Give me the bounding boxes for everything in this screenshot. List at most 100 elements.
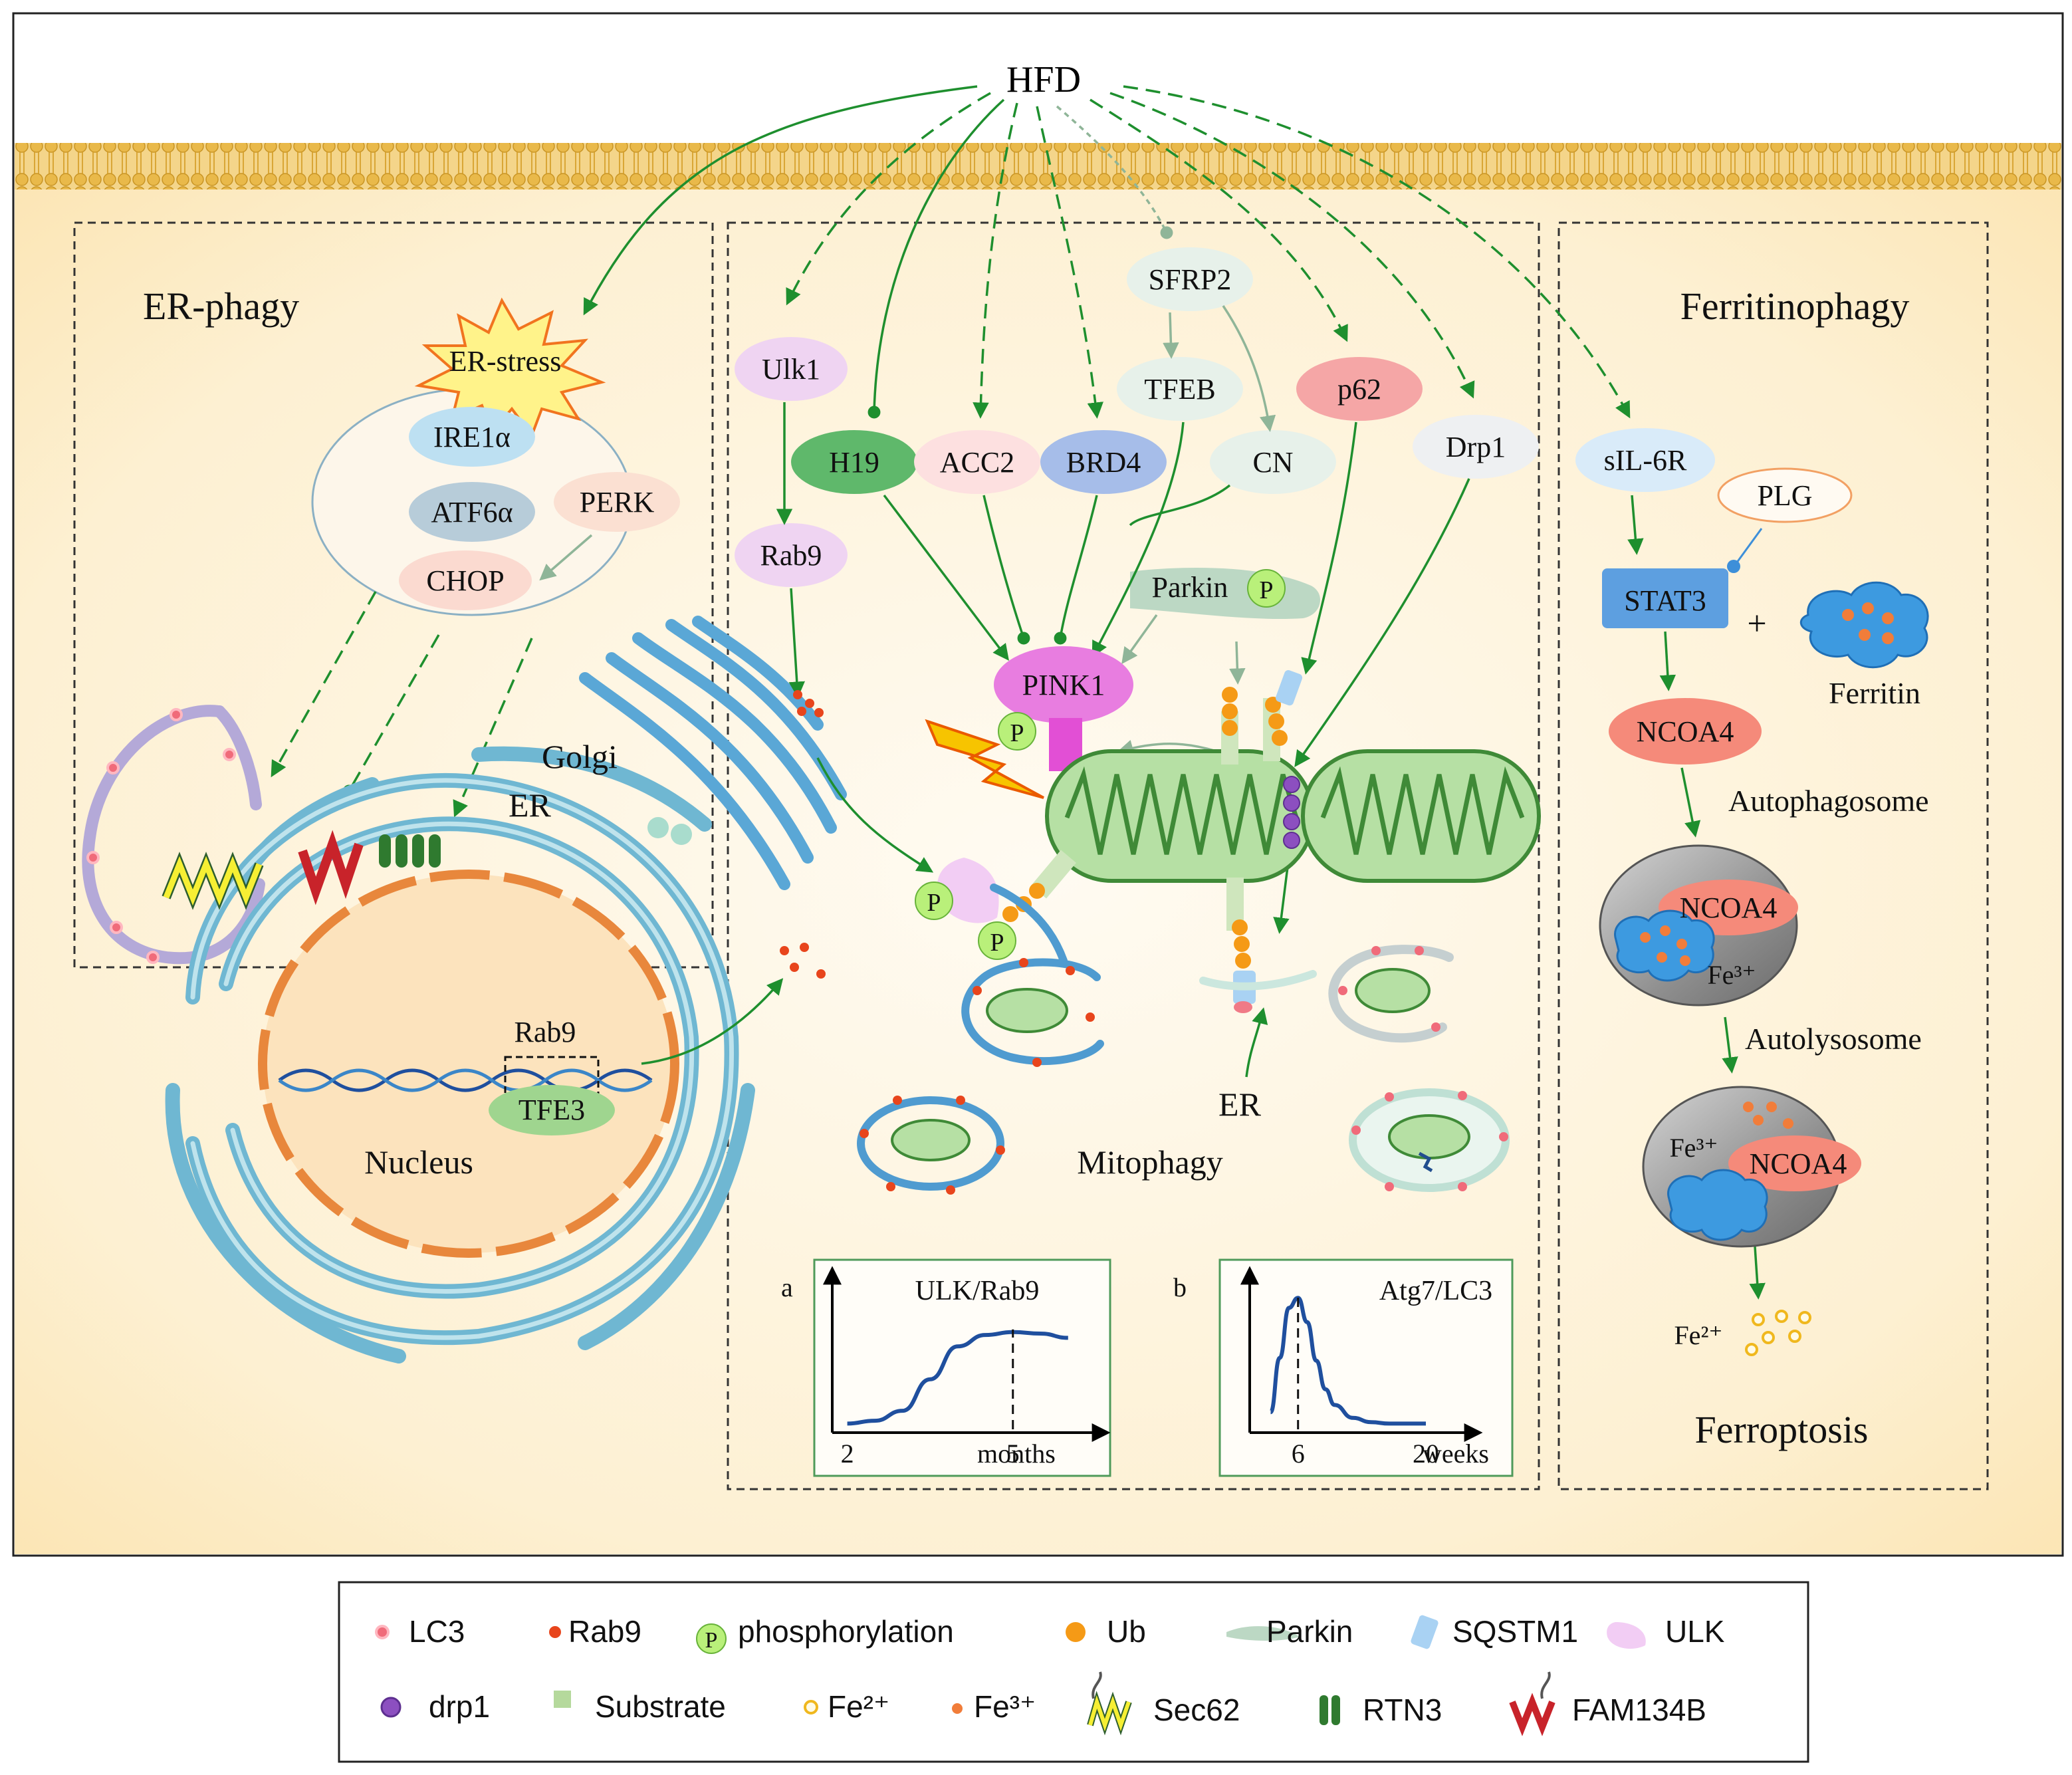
chart-b-panel-label: b [1173, 1272, 1187, 1302]
chart-b-title: Atg7/LC3 [1379, 1276, 1492, 1306]
legend-ulk-label: ULK [1665, 1614, 1725, 1649]
chart-b: b Atg7/LC3 6 20 weeks [1173, 1258, 1514, 1477]
perk-label: PERK [580, 486, 655, 519]
legend-rtn3-label: RTN3 [1363, 1693, 1442, 1727]
ncoa4-label: NCOA4 [1637, 715, 1734, 748]
rab9-dots-er [780, 943, 826, 979]
autophagosome-fe3-label: Fe³⁺ [1707, 960, 1756, 990]
golgi-vesicles [647, 817, 692, 845]
mitophagosome-rab9-2 [857, 1096, 1005, 1195]
legend-lc3-label: LC3 [409, 1614, 465, 1649]
ferritin-label: Ferritin [1829, 676, 1920, 710]
chart-b-tick-20: 20 [1413, 1439, 1439, 1469]
atf6a-node [409, 482, 535, 542]
mitochondrion-right [1301, 749, 1541, 883]
cell-membrane [15, 143, 2061, 189]
parkin-phospho-icon [1247, 569, 1286, 608]
legend-drp1-label: drp1 [429, 1689, 490, 1724]
autolysosome-label: Autolysosome [1745, 1022, 1922, 1056]
legend-substrate-label: Substrate [595, 1689, 726, 1724]
perk-node [554, 472, 680, 532]
atf6a-label: ATF6α [431, 496, 513, 529]
rab9-label: Rab9 [760, 539, 822, 572]
mitophagy-er-label: ER [1218, 1086, 1262, 1123]
fe2-dots [1745, 1310, 1811, 1356]
brd4-node [1040, 430, 1167, 494]
chart-a-series-line [847, 1330, 1068, 1426]
ire1a-label: IRE1α [433, 421, 511, 453]
sfrp2-label: SFRP2 [1149, 263, 1232, 296]
er-nucleus-complex [165, 746, 755, 1363]
lc3-mitophagosome-1 [1328, 945, 1454, 1043]
stat3-label: STAT3 [1624, 584, 1706, 617]
tfe3-node [489, 1085, 615, 1135]
chart-b-series-line [1268, 1296, 1426, 1426]
chart-a-x-unit: months [977, 1439, 1056, 1469]
hfd-label: HFD [1006, 59, 1081, 100]
chop-label: CHOP [426, 564, 504, 597]
ire1a-node [409, 407, 535, 467]
autophagosome-label: Autophagosome [1728, 784, 1929, 818]
chart-a-frame [813, 1258, 1111, 1477]
pink1-node [994, 646, 1133, 723]
tfe3-label: TFE3 [518, 1094, 585, 1126]
sil6r-node [1575, 428, 1715, 492]
cn-label: CN [1252, 446, 1293, 479]
drp1-ring [1283, 776, 1300, 849]
fe2-label: Fe²⁺ [1674, 1320, 1722, 1350]
chart-b-x-unit: weeks [1423, 1439, 1489, 1469]
autophagosome-ferritin [1599, 844, 1798, 1006]
plg-inhibit-line [1734, 528, 1763, 566]
chart-a-title: ULK/Rab9 [915, 1276, 1040, 1306]
nucleus-rab9-label: Rab9 [515, 1016, 576, 1048]
legend: LC3 Rab9 P phosphorylation Ub Parkin SQS… [375, 1614, 1725, 1736]
ub-chain-lower [1226, 878, 1256, 1013]
h19-label: H19 [829, 446, 879, 479]
mitophagy-box [727, 221, 1540, 1490]
drp1-dot-icon [380, 1697, 402, 1718]
dna-strand-2 [278, 1068, 653, 1092]
legend-ub-label: Ub [1107, 1614, 1146, 1649]
sec62-helix-icon [1087, 1671, 1132, 1736]
ulk-shape [937, 858, 999, 923]
legend-parkin-label: Parkin [1266, 1614, 1353, 1649]
tfeb-label: TFEB [1144, 373, 1216, 406]
nucleus-label: Nucleus [364, 1143, 473, 1181]
ferritinophagy-arrows [1627, 495, 1766, 1300]
dna-strand-1 [278, 1068, 653, 1092]
ulk-shape-icon [1607, 1622, 1646, 1649]
pink1-label: PINK1 [1022, 669, 1105, 701]
rab9-dots-golgi [793, 690, 824, 717]
plg-inhibit-dot [1727, 560, 1740, 573]
sil6r-label: sIL-6R [1604, 444, 1687, 477]
plg-label: PLG [1757, 479, 1812, 512]
er-stress-burst-icon [414, 297, 606, 439]
fe2-dot-icon [804, 1700, 818, 1715]
chart-b-frame [1218, 1258, 1514, 1477]
tfe3-rab9-arrow [641, 978, 784, 1065]
pink1-phospho-icon [998, 712, 1036, 751]
legend-rab9-label: Rab9 [568, 1614, 641, 1649]
legend-phosphorylation-label: phosphorylation [738, 1614, 954, 1649]
ulk-phospho-label-2: P [990, 929, 1004, 957]
hfd-arrows [583, 85, 1631, 419]
lc3-mitophagosome-2 [1349, 1088, 1510, 1192]
chop-node [399, 550, 532, 610]
legend-p-glyph: P [705, 1628, 718, 1653]
plus-sign: + [1747, 605, 1766, 643]
legend-fam134b-label: FAM134B [1572, 1693, 1706, 1727]
acc2-label: ACC2 [940, 446, 1014, 479]
ulk1-node [735, 337, 848, 401]
rab9-dot-icon [549, 1626, 561, 1638]
rtn3-helix-icon [1320, 1695, 1340, 1725]
drp1-label: Drp1 [1446, 431, 1506, 463]
er-stress-label: ER-stress [449, 345, 562, 378]
golgi-label: Golgi [542, 738, 618, 775]
er-phagy-title: ER-phagy [143, 285, 299, 328]
parkin-phospho-label: P [1259, 576, 1273, 604]
ferritinophagy-box [1557, 221, 1989, 1490]
p62-label: p62 [1337, 373, 1381, 406]
ub-dot-icon [1066, 1622, 1086, 1642]
mitophagosome-rab9-1 [961, 958, 1104, 1067]
